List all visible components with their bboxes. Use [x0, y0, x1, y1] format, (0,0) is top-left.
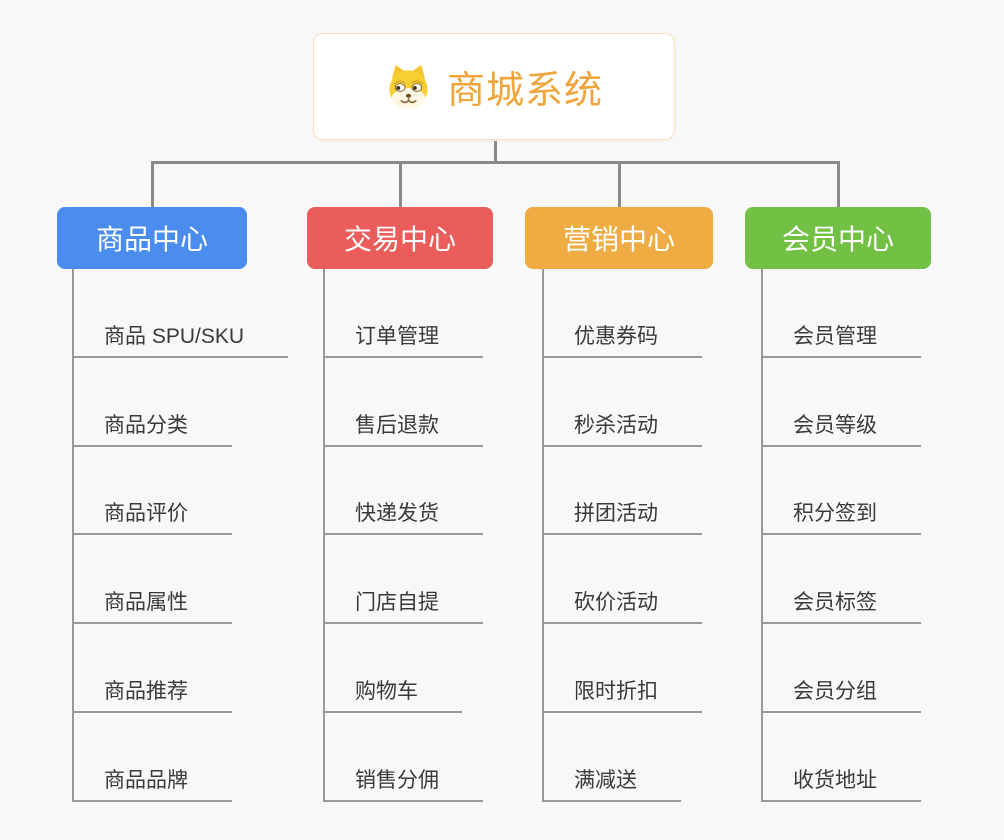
branch-node-marketing-center[interactable]: 营销中心	[525, 207, 713, 269]
child-topic[interactable]: 会员管理	[763, 269, 921, 358]
child-topic[interactable]: 购物车	[325, 624, 462, 713]
branch-node-trade-center[interactable]: 交易中心	[307, 207, 493, 269]
child-topic[interactable]: 快递发货	[325, 447, 483, 536]
child-topic[interactable]: 积分签到	[763, 447, 921, 536]
child-topic[interactable]: 砍价活动	[544, 535, 702, 625]
connector-drop	[617, 161, 621, 207]
child-topic[interactable]: 商品品牌	[74, 713, 232, 802]
branch-children-column-trade: 订单管理 售后退款 快递发货 门店自提 购物车 销售分佣	[323, 269, 483, 802]
child-topic[interactable]: 商品属性	[74, 535, 232, 625]
connector-root-stem	[493, 141, 497, 162]
child-topic[interactable]: 秒杀活动	[544, 358, 702, 447]
branch-label: 交易中心	[343, 224, 456, 255]
child-topic[interactable]: 会员标签	[763, 535, 921, 625]
child-topic[interactable]: 拼团活动	[544, 447, 702, 536]
branch-label: 会员中心	[781, 224, 894, 255]
child-topic[interactable]: 门店自提	[325, 535, 483, 625]
connector-drop	[150, 161, 154, 207]
child-topic[interactable]: 商品推荐	[74, 624, 232, 713]
child-topic[interactable]: 销售分佣	[325, 713, 483, 802]
child-topic[interactable]: 商品分类	[74, 358, 232, 447]
branch-children-column-marketing: 优惠券码 秒杀活动 拼团活动 砍价活动 限时折扣 满减送	[542, 269, 702, 802]
root-node-label: 商城系统	[446, 70, 603, 112]
branch-label: 商品中心	[95, 224, 208, 255]
branch-children-column-member: 会员管理 会员等级 积分签到 会员标签 会员分组 收货地址	[761, 269, 921, 802]
child-topic[interactable]: 满减送	[544, 713, 681, 802]
branch-label: 营销中心	[562, 224, 675, 255]
child-topic[interactable]: 会员等级	[763, 358, 921, 447]
child-topic[interactable]: 订单管理	[325, 269, 483, 358]
root-node-mall-system[interactable]: 商城系统	[313, 33, 675, 140]
branch-node-product-center[interactable]: 商品中心	[57, 207, 247, 269]
branch-node-member-center[interactable]: 会员中心	[745, 207, 931, 269]
child-topic[interactable]: 优惠券码	[544, 269, 702, 358]
child-topic[interactable]: 会员分组	[763, 624, 921, 713]
child-topic[interactable]: 售后退款	[325, 358, 483, 447]
child-topic[interactable]: 收货地址	[763, 713, 921, 802]
child-topic[interactable]: 商品评价	[74, 447, 232, 536]
connector-drop	[836, 161, 840, 207]
connector-drop	[398, 161, 402, 207]
child-topic[interactable]: 商品 SPU/SKU	[74, 269, 289, 358]
child-topic[interactable]: 限时折扣	[544, 624, 702, 713]
dog-face-icon	[389, 64, 428, 109]
branch-children-column-product: 商品 SPU/SKU 商品分类 商品评价 商品属性 商品推荐 商品品牌	[72, 269, 289, 802]
connector-horizontal-rail	[150, 161, 840, 164]
